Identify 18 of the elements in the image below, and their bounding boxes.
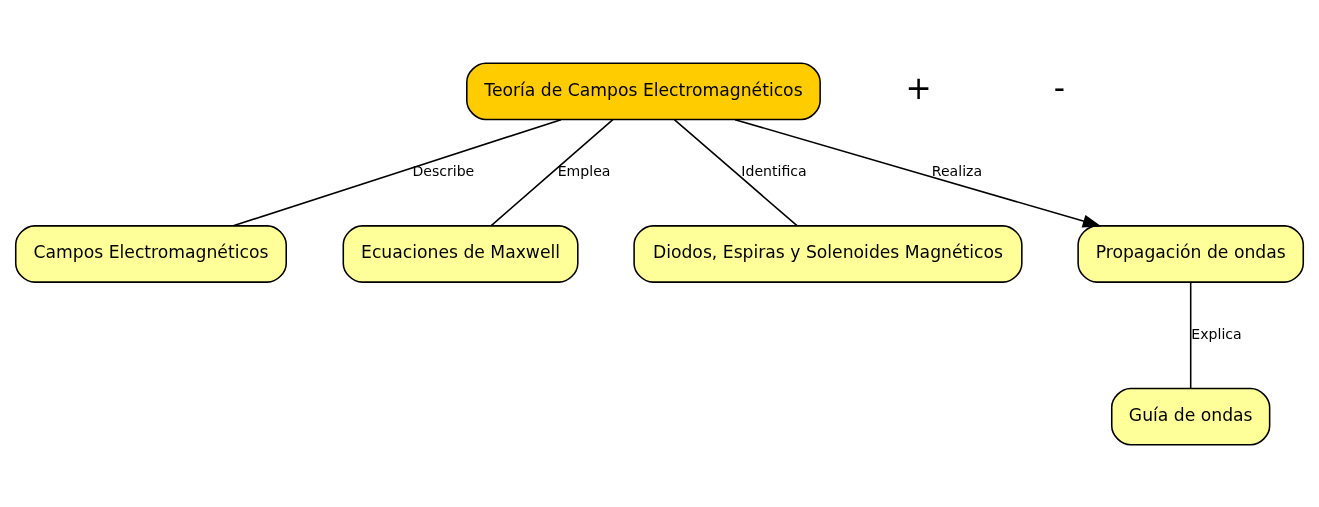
edge-label: Identifica — [741, 162, 807, 179]
edge-label: Realiza — [931, 162, 983, 179]
label: - — [1053, 69, 1065, 106]
connector — [673, 118, 798, 226]
edge-label: Emplea — [557, 162, 611, 179]
connector — [490, 118, 614, 226]
edge-label: Describe — [412, 162, 475, 179]
node-box: Ecuaciones de Maxwell — [342, 224, 579, 283]
connector — [1189, 281, 1192, 389]
label: + — [905, 69, 932, 106]
connector — [232, 118, 562, 227]
node-box: Campos Electromagnéticos — [14, 224, 287, 283]
edge-label: Explica — [1191, 325, 1242, 342]
node-box: Teoría de Campos Electromagnéticos — [466, 61, 821, 120]
arrow — [734, 118, 1102, 227]
node-box: Propagación de ondas — [1077, 224, 1305, 283]
node-box: Guía de ondas — [1110, 387, 1271, 446]
node-box: Diodos, Espiras y Solenoides Magnéticos — [633, 224, 1023, 283]
